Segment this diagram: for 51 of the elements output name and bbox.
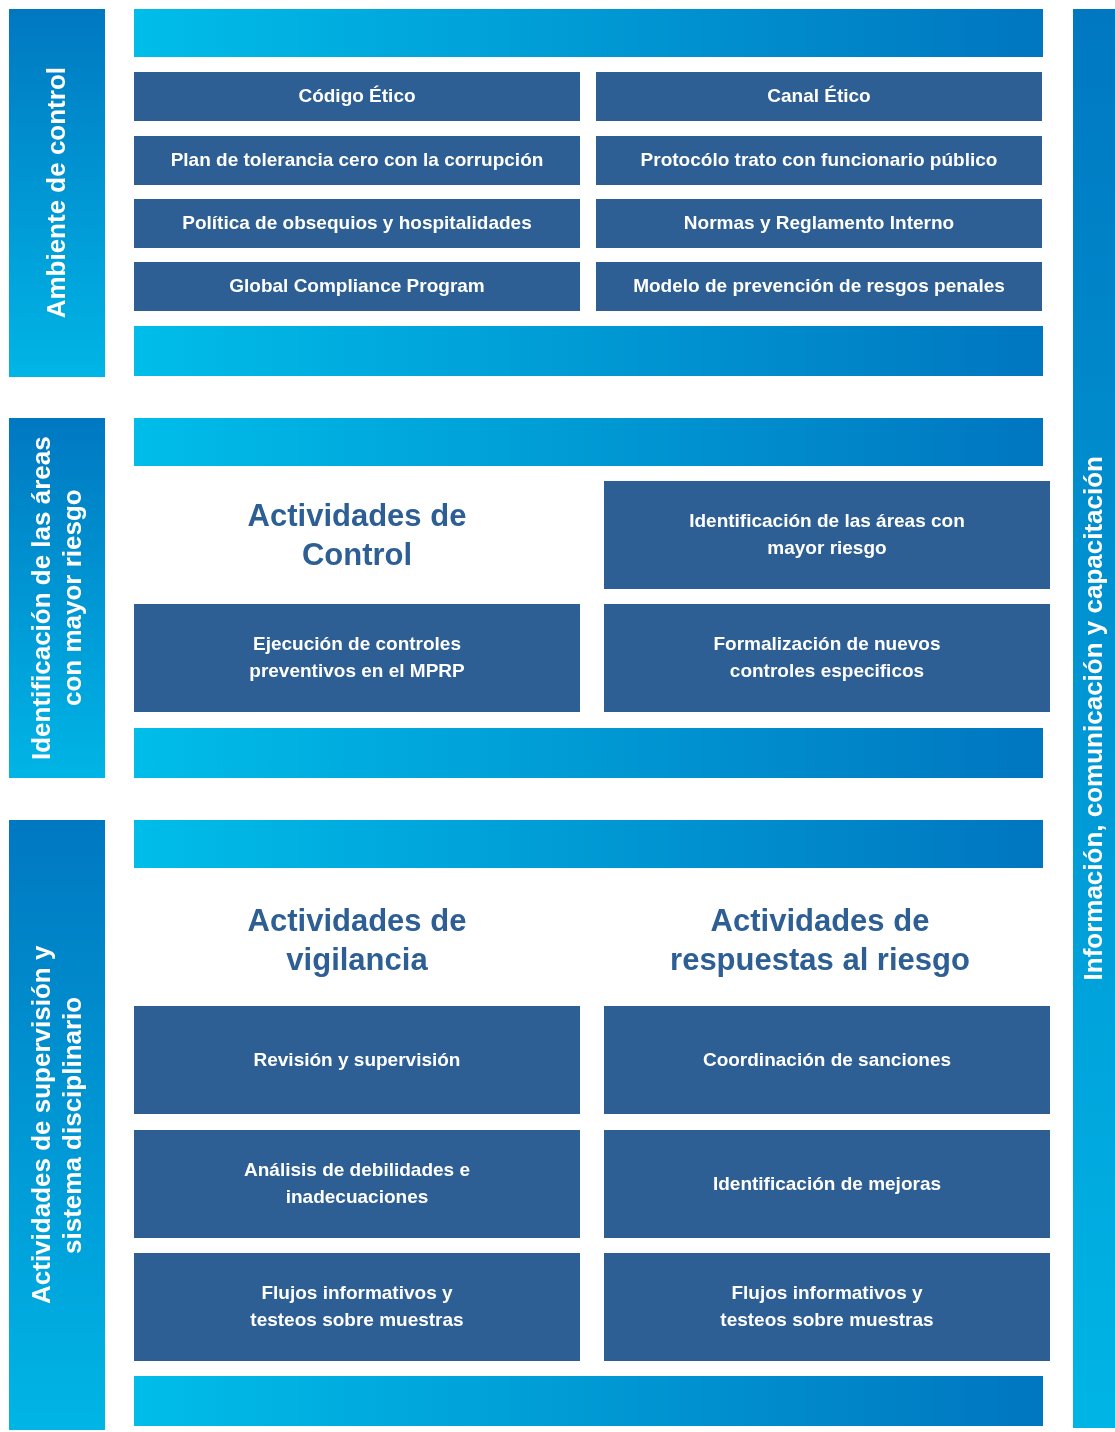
band-label: Identificación de las áreas con mayor riesgo — [25, 435, 88, 762]
section-heading: Actividades de vigilancia — [246, 902, 468, 979]
box-label: Política de obsequios y hospitalidades — [182, 211, 532, 236]
box-label: Formalización de nuevos controles especificos — [712, 632, 942, 683]
box-label: Identificación de las áreas con mayor riesgo — [688, 509, 966, 560]
box-label: Canal Ético — [767, 84, 871, 109]
box-label: Modelo de prevención de resgos penales — [633, 274, 1005, 299]
gradient-band — [134, 728, 1043, 778]
process-box — [604, 1130, 1050, 1238]
section-heading: Actividades de respuestas al riesgo — [669, 902, 971, 979]
box-label: Flujos informativos y testeos sobre muestras — [719, 1281, 935, 1332]
process-box — [604, 604, 1050, 712]
side-band — [9, 418, 105, 778]
box-label: Revisión y supervisión — [253, 1047, 461, 1072]
gradient-band — [134, 9, 1043, 57]
box-label: Coordinación de sanciones — [702, 1047, 952, 1072]
process-box — [134, 1253, 580, 1361]
process-box — [134, 262, 580, 311]
box-label: Código Ético — [298, 84, 416, 109]
box-label: Ejecución de controles preventivos en el MPRP — [248, 632, 466, 683]
process-box — [596, 136, 1042, 185]
box-label: Global Compliance Program — [229, 274, 485, 299]
process-box — [604, 481, 1050, 589]
box-label: Protocólo trato con funcionario público — [640, 148, 998, 173]
box-label: Plan de tolerancia cero con la corrupción — [170, 148, 544, 173]
process-box — [134, 1130, 580, 1238]
process-box — [134, 1006, 580, 1114]
gradient-band — [134, 326, 1043, 376]
process-box — [604, 1006, 1050, 1114]
process-box — [134, 604, 580, 712]
box-label: Flujos informativos y testeos sobre muestras — [249, 1281, 465, 1332]
gradient-band — [134, 820, 1043, 868]
side-band — [9, 820, 105, 1430]
box-label: Análisis de debilidades e inadecuaciones — [243, 1158, 471, 1209]
process-box — [134, 199, 580, 248]
band-label: Actividades de supervisión y sistema disciplinario — [25, 944, 88, 1307]
gradient-band — [134, 418, 1043, 466]
process-box — [596, 262, 1042, 311]
process-box — [134, 136, 580, 185]
band-label: Información, comunicación y capacitación — [1078, 456, 1110, 981]
process-box — [596, 72, 1042, 121]
side-band — [1073, 9, 1115, 1428]
box-label: Normas y Reglamento Interno — [683, 211, 955, 236]
gradient-band — [134, 1376, 1043, 1426]
process-box — [604, 1253, 1050, 1361]
band-label: Ambiente de control — [41, 67, 73, 319]
side-band — [9, 9, 105, 377]
process-box — [134, 72, 580, 121]
section-heading: Actividades de Control — [246, 497, 468, 574]
process-box — [596, 199, 1042, 248]
box-label: Identificación de mejoras — [712, 1171, 942, 1196]
